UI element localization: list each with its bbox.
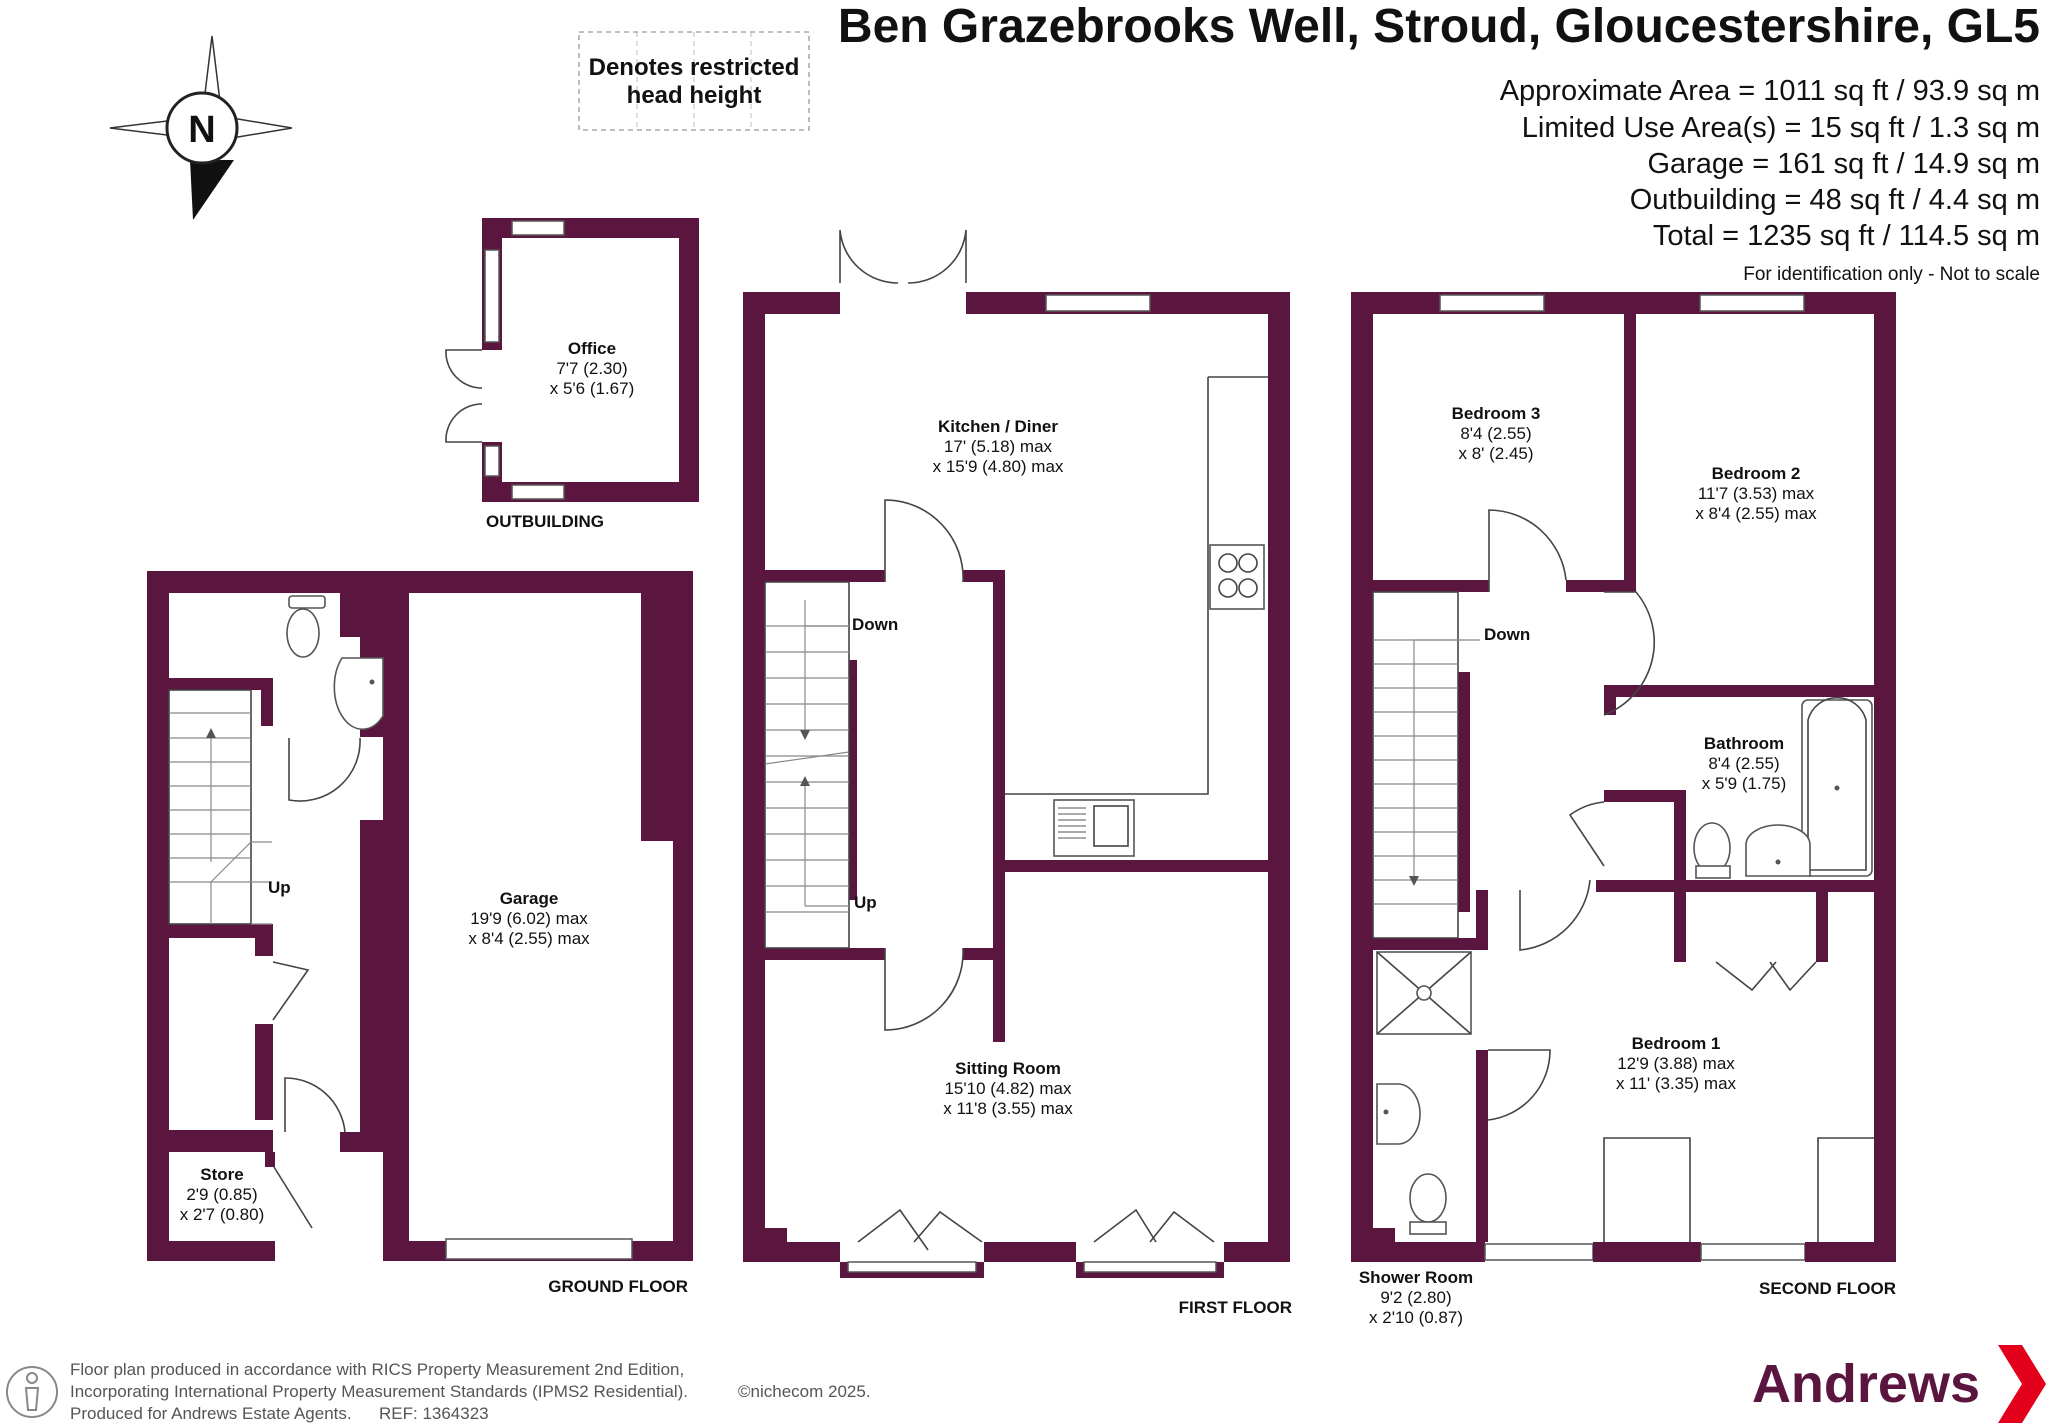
brand-name: Andrews — [1752, 1354, 1980, 1414]
footer-ref: REF: 1364323 — [379, 1404, 489, 1423]
second-floor-label: SECOND FLOOR — [1759, 1279, 1896, 1298]
garage-dim2: x 8'4 (2.55) max — [468, 929, 590, 948]
bed1-name: Bedroom 1 — [1632, 1034, 1721, 1053]
legend-line2: head height — [627, 82, 762, 109]
first-floor-plan: Down Up Kitchen / Diner 17' (5.18) max x… — [743, 229, 1292, 1317]
garage-name: Garage — [500, 889, 559, 908]
outbuilding-plan: Office 7'7 (2.30) x 5'6 (1.67) OUTBUILDI… — [445, 218, 699, 531]
bed1-dim2: x 11' (3.35) max — [1616, 1074, 1737, 1093]
bathroom-dim1: 8'4 (2.55) — [1708, 754, 1779, 773]
area-outbuilding: Outbuilding = 48 sq ft / 4.4 sq m — [1630, 184, 2040, 216]
up-label-first: Up — [854, 893, 877, 912]
ground-floor-plan: Up Garage 19'9 (6.02) max x 8'4 (2.55) m… — [147, 571, 693, 1296]
bathroom-name: Bathroom — [1704, 734, 1784, 753]
area-garage: Garage = 161 sq ft / 14.9 sq m — [1647, 148, 2040, 180]
garage-dim1: 19'9 (6.02) max — [470, 909, 588, 928]
bed2-dim2: x 8'4 (2.55) max — [1695, 504, 1817, 523]
bed2-name: Bedroom 2 — [1712, 464, 1801, 483]
footer-line3: Produced for Andrews Estate Agents. — [70, 1404, 352, 1423]
scale-note: For identification only - Not to scale — [1743, 264, 2040, 285]
first-floor-label: FIRST FLOOR — [1179, 1298, 1292, 1317]
shower-dim1: 9'2 (2.80) — [1380, 1288, 1451, 1307]
bed3-name: Bedroom 3 — [1452, 404, 1541, 423]
area-total: Total = 1235 sq ft / 114.5 sq m — [1653, 220, 2040, 252]
office-dim2: x 5'6 (1.67) — [550, 379, 635, 398]
shower-dim2: x 2'10 (0.87) — [1369, 1308, 1463, 1327]
store-name: Store — [200, 1165, 243, 1184]
bathroom-dim2: x 5'9 (1.75) — [1702, 774, 1787, 793]
footer-line2: Incorporating International Property Mea… — [70, 1382, 688, 1401]
bed1-dim1: 12'9 (3.88) max — [1617, 1054, 1735, 1073]
andrews-logo: Andrews — [1752, 1345, 2046, 1423]
kitchen-dim1: 17' (5.18) max — [944, 437, 1053, 456]
brand-chevron-icon — [1998, 1345, 2046, 1423]
office-dim1: 7'7 (2.30) — [556, 359, 627, 378]
shower-name: Shower Room — [1359, 1268, 1473, 1287]
store-dim1: 2'9 (0.85) — [186, 1185, 257, 1204]
kitchen-dim2: x 15'9 (4.80) max — [933, 457, 1064, 476]
kitchen-name: Kitchen / Diner — [938, 417, 1058, 436]
area-limited-use: Limited Use Area(s) = 15 sq ft / 1.3 sq … — [1522, 112, 2040, 144]
down-label-second: Down — [1484, 625, 1530, 644]
down-label-first: Down — [852, 615, 898, 634]
property-title: Ben Grazebrooks Well, Stroud, Gloucester… — [838, 0, 2040, 53]
up-label-ground: Up — [268, 878, 291, 897]
sitting-dim1: 15'10 (4.82) max — [944, 1079, 1072, 1098]
store-dim2: x 2'7 (0.80) — [180, 1205, 265, 1224]
ground-floor-label: GROUND FLOOR — [548, 1277, 688, 1296]
restricted-height-legend: Denotes restricted head height — [578, 31, 810, 131]
sitting-name: Sitting Room — [955, 1059, 1061, 1078]
bed3-dim2: x 8' (2.45) — [1458, 444, 1533, 463]
area-approximate: Approximate Area = 1011 sq ft / 93.9 sq … — [1500, 75, 2040, 107]
bed2-dim1: 11'7 (3.53) max — [1698, 484, 1815, 503]
compass-icon: N — [109, 35, 293, 220]
legend-line1: Denotes restricted — [589, 54, 800, 81]
sitting-dim2: x 11'8 (3.55) max — [943, 1099, 1073, 1118]
footer-line1: Floor plan produced in accordance with R… — [70, 1360, 684, 1379]
bed3-dim1: 8'4 (2.55) — [1460, 424, 1531, 443]
footer-copyright: ©nichecom 2025. — [738, 1382, 871, 1401]
compass-letter: N — [188, 109, 215, 151]
outbuilding-label: OUTBUILDING — [486, 512, 604, 531]
measurement-badge-icon — [6, 1366, 58, 1418]
second-floor-plan: Down Bedroom 3 8'4 (2.55) x 8' (2.45) Be… — [1351, 292, 1896, 1327]
office-name: Office — [568, 339, 616, 358]
